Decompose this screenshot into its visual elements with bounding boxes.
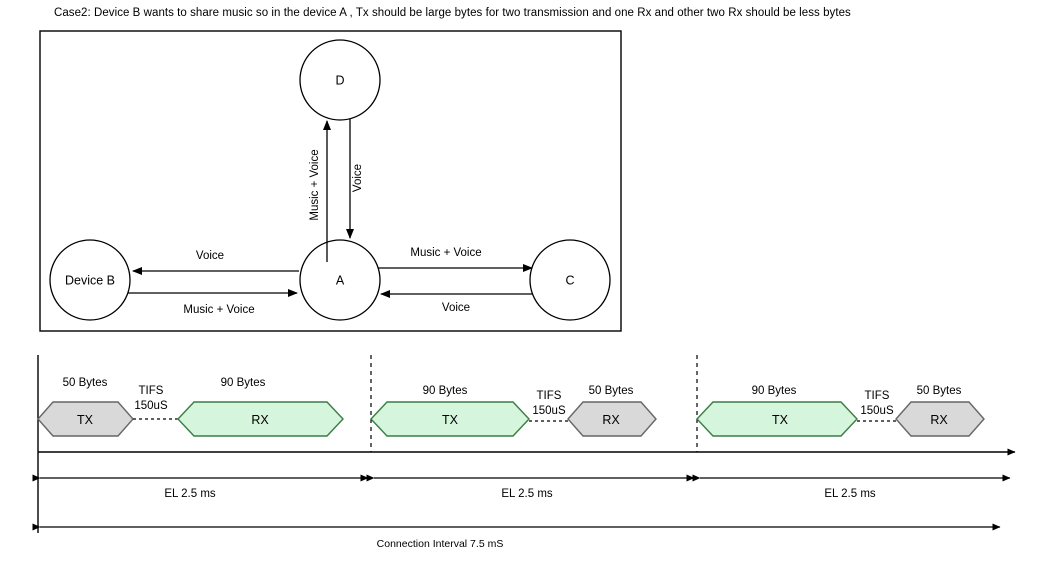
slot-tx-1-label: TX (77, 413, 94, 427)
slot-rx-3-hexagon (895, 401, 985, 437)
edge-a-to-c: Music + Voice (378, 247, 533, 272)
edge-a-to-d-label: Music + Voice (309, 149, 321, 220)
slot-tx-2-bytes: 90 Bytes (423, 385, 468, 397)
slot-tx-2[interactable]: TX 90 Bytes (370, 385, 530, 437)
slot-rx-2-hexagon (567, 401, 657, 437)
slot-tx-3[interactable]: TX 90 Bytes (696, 385, 858, 437)
slot-rx-2[interactable]: RX 50 Bytes (567, 385, 657, 437)
edge-a-to-b-label: Voice (196, 250, 224, 262)
node-device-b-circle (49, 239, 131, 321)
edge-d-to-a-label: Voice (352, 164, 364, 192)
slot-tx-3-hexagon (696, 401, 858, 437)
tifs-gap-2: TIFS 150uS (529, 390, 568, 422)
timing-panel: TX 50 Bytes TIFS 150uS RX 90 Bytes EL 2.… (32, 355, 1016, 550)
node-device-b[interactable]: Device B (49, 239, 131, 321)
node-c[interactable]: C (529, 239, 611, 321)
measure-el-2: EL 2.5 ms (366, 474, 695, 500)
slot-tx-3-bytes: 90 Bytes (752, 385, 797, 397)
slot-rx-1-hexagon (177, 401, 344, 437)
timing-segment-3: TX 90 Bytes TIFS 150uS RX 50 Bytes EL 2.… (692, 385, 1011, 500)
slot-tx-1-bytes: 50 Bytes (63, 377, 108, 389)
slot-tx-1[interactable]: TX 50 Bytes (37, 377, 134, 437)
slot-rx-1-label: RX (251, 413, 269, 427)
node-c-circle (529, 239, 611, 321)
measure-connection-interval: Connection Interval 7.5 mS (32, 523, 1001, 550)
slot-rx-2-bytes: 50 Bytes (589, 385, 634, 397)
node-d[interactable]: D (299, 39, 381, 121)
node-a-circle (299, 239, 381, 321)
node-a[interactable]: A (299, 239, 381, 321)
edge-d-to-a: Voice (346, 119, 364, 239)
timing-segment-1: TX 50 Bytes TIFS 150uS RX 90 Bytes EL 2.… (32, 377, 369, 500)
slot-rx-3[interactable]: RX 50 Bytes (895, 385, 985, 437)
network-panel: D A Device B C Music + Voice Voice (39, 30, 622, 332)
edge-a-to-c-label: Music + Voice (410, 247, 481, 259)
node-c-label: C (565, 274, 574, 288)
slot-tx-2-label: TX (442, 413, 459, 427)
tifs-gap-2-name: TIFS (537, 390, 562, 402)
tifs-gap-1-value: 150uS (134, 400, 168, 412)
tifs-gap-3-name: TIFS (865, 390, 890, 402)
slot-rx-3-label: RX (930, 413, 948, 427)
tifs-gap-3-value: 150uS (860, 405, 894, 417)
node-device-b-label: Device B (65, 274, 115, 288)
slot-rx-1[interactable]: RX 90 Bytes (177, 377, 344, 437)
measure-el-1: EL 2.5 ms (32, 474, 369, 500)
slot-rx-2-label: RX (602, 413, 620, 427)
edge-b-to-a: Music + Voice (128, 289, 298, 316)
measure-connection-interval-label: Connection Interval 7.5 mS (377, 538, 504, 550)
measure-el-2-label: EL 2.5 ms (501, 488, 553, 500)
tifs-gap-1: TIFS 150uS (133, 385, 178, 420)
edge-a-to-d: Music + Voice (309, 120, 331, 262)
slot-rx-3-bytes: 50 Bytes (917, 385, 962, 397)
timing-segment-2: TX 90 Bytes TIFS 150uS RX 50 Bytes EL 2.… (366, 385, 695, 500)
edge-a-to-b: Voice (132, 250, 299, 275)
measure-el-1-label: EL 2.5 ms (164, 488, 216, 500)
node-d-label: D (335, 74, 344, 88)
tifs-gap-2-value: 150uS (532, 405, 566, 417)
edge-c-to-a: Voice (380, 290, 533, 314)
measure-el-3: EL 2.5 ms (692, 474, 1011, 500)
tifs-gap-1-name: TIFS (139, 385, 164, 397)
page-title: Case2: Device B wants to share music so … (54, 7, 851, 19)
slot-rx-1-bytes: 90 Bytes (221, 377, 266, 389)
slot-tx-3-label: TX (772, 413, 789, 427)
measure-el-3-label: EL 2.5 ms (824, 488, 876, 500)
node-d-circle (299, 39, 381, 121)
slot-tx-2-hexagon (370, 401, 530, 437)
tifs-gap-3: TIFS 150uS (857, 390, 896, 422)
edge-c-to-a-label: Voice (442, 302, 470, 314)
node-a-label: A (336, 274, 345, 288)
edge-b-to-a-label: Music + Voice (183, 304, 254, 316)
